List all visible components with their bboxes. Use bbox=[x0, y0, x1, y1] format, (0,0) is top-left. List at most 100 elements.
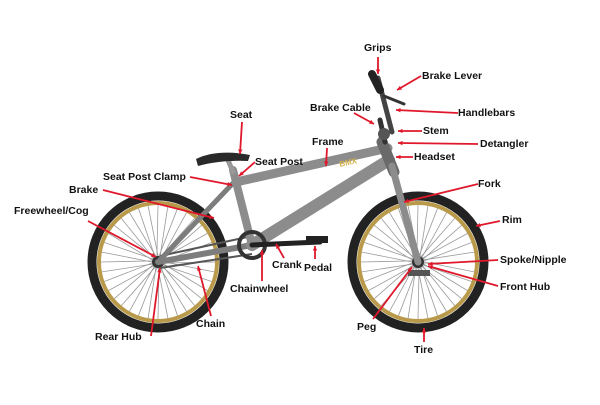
leader-spoke bbox=[427, 259, 499, 265]
spoke bbox=[138, 266, 158, 316]
label-stem: Stem bbox=[423, 125, 449, 137]
label-fork: Fork bbox=[478, 178, 501, 190]
leader-arrowhead bbox=[398, 128, 403, 134]
spoke bbox=[162, 263, 208, 291]
spoke bbox=[158, 208, 178, 258]
leader-arrowhead bbox=[227, 182, 232, 187]
leader-arrowhead bbox=[428, 265, 433, 270]
leader-arrowhead bbox=[209, 214, 214, 220]
spoke bbox=[374, 263, 414, 299]
leader-arrowhead bbox=[398, 140, 403, 146]
spoke bbox=[156, 204, 159, 258]
label-chain: Chain bbox=[196, 318, 226, 330]
chain-shape bbox=[159, 235, 253, 269]
spoke bbox=[100, 260, 154, 263]
spoke bbox=[160, 266, 178, 316]
seat-shape bbox=[196, 152, 250, 166]
spoke bbox=[162, 264, 212, 282]
cockpit bbox=[368, 70, 406, 145]
leader-detangler bbox=[397, 142, 479, 145]
spoke bbox=[381, 218, 415, 260]
leader-brake-lever bbox=[396, 75, 422, 91]
label-chainwheel: Chainwheel bbox=[230, 283, 289, 295]
spoke bbox=[108, 233, 154, 261]
leader-arrowhead bbox=[397, 85, 402, 90]
leader-arrowhead bbox=[421, 328, 427, 333]
spoke bbox=[104, 262, 154, 282]
spoke bbox=[368, 233, 414, 261]
spoke bbox=[159, 205, 169, 258]
spoke bbox=[129, 265, 155, 312]
leader-arrowhead bbox=[151, 252, 156, 257]
label-freewheel-cog: Freewheel/Cog bbox=[14, 205, 89, 217]
leader-arrowhead bbox=[324, 161, 329, 166]
spoke bbox=[101, 263, 154, 273]
fork-shape bbox=[388, 162, 422, 266]
leader-arrowhead bbox=[375, 69, 381, 74]
front-tire bbox=[347, 191, 489, 333]
leader-seat-post-clamp bbox=[189, 176, 233, 186]
label-brake: Brake bbox=[69, 184, 99, 196]
label-pedal: Pedal bbox=[304, 262, 333, 274]
label-rear-hub: Rear Hub bbox=[95, 331, 142, 343]
leader-arrowhead bbox=[396, 108, 401, 113]
label-handlebars: Handlebars bbox=[458, 107, 516, 119]
spoke bbox=[422, 251, 475, 261]
spoke bbox=[160, 265, 202, 299]
spoke bbox=[364, 242, 414, 260]
spoke bbox=[422, 225, 462, 261]
leader-lines bbox=[87, 57, 501, 342]
leader-arrowhead bbox=[428, 261, 433, 266]
seat-post-shape bbox=[225, 157, 236, 175]
leader-arrowhead bbox=[312, 246, 318, 251]
seatstay bbox=[155, 177, 239, 265]
leader-arrowhead bbox=[404, 198, 409, 204]
spoke bbox=[422, 263, 468, 291]
spoke bbox=[421, 233, 468, 259]
label-seat: Seat bbox=[230, 109, 253, 121]
leader-arrowhead bbox=[476, 222, 481, 228]
leader-peg bbox=[372, 266, 413, 320]
spoke bbox=[161, 264, 195, 306]
spoke bbox=[121, 266, 157, 306]
spoke bbox=[422, 242, 472, 262]
label-headset: Headset bbox=[414, 151, 455, 163]
leader-arrowhead bbox=[276, 244, 281, 249]
spoke bbox=[159, 266, 187, 312]
spoke bbox=[104, 242, 154, 260]
spoke bbox=[147, 266, 157, 319]
spoke bbox=[129, 212, 157, 258]
leader-freewheel bbox=[87, 220, 157, 258]
label-seat-post-clamp: Seat Post Clamp bbox=[103, 171, 186, 183]
peg-shape bbox=[408, 270, 430, 276]
spoke bbox=[162, 261, 216, 264]
spoke bbox=[162, 261, 215, 273]
label-tire: Tire bbox=[414, 344, 434, 356]
grip-shape bbox=[368, 70, 384, 94]
label-spoke-nipple: Spoke/Nipple bbox=[500, 254, 567, 266]
spoke bbox=[361, 263, 414, 273]
rear-tire bbox=[87, 191, 229, 333]
frame-shape: FITNESSCO BMX bbox=[155, 136, 422, 266]
spoke bbox=[138, 208, 156, 258]
leader-arrowhead bbox=[259, 250, 265, 255]
leader-fork bbox=[403, 183, 479, 203]
detangler-shape bbox=[378, 128, 390, 140]
leader-seat bbox=[239, 121, 243, 155]
spoke bbox=[114, 263, 154, 299]
chainstay bbox=[155, 242, 255, 265]
top-tube bbox=[231, 143, 393, 187]
pedal-shape bbox=[306, 236, 328, 243]
spoke bbox=[108, 265, 155, 291]
spoke bbox=[418, 208, 438, 258]
label-rim: Rim bbox=[502, 214, 522, 226]
frame-model-text: BMX bbox=[338, 156, 358, 169]
leader-handlebars bbox=[395, 109, 459, 114]
spoke bbox=[364, 262, 414, 282]
label-grips: Grips bbox=[364, 42, 392, 54]
label-crank: Crank bbox=[272, 259, 302, 271]
label-frame: Frame bbox=[312, 136, 344, 148]
leader-arrowhead bbox=[407, 267, 412, 272]
leader-front-hub bbox=[427, 265, 499, 287]
